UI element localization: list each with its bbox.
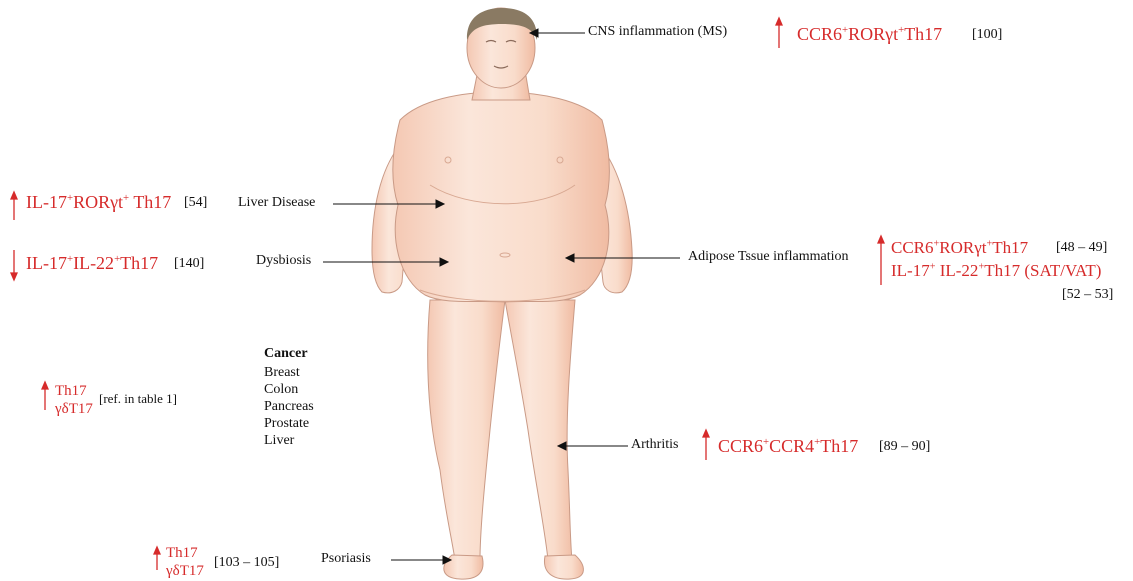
right-leg xyxy=(505,300,575,560)
label-arthritis: Arthritis xyxy=(631,437,678,453)
ref-cancer: [ref. in table 1] xyxy=(99,391,177,407)
marker-cns: CCR6+RORγt+Th17 xyxy=(797,24,942,45)
marker-cancer-th17: Th17 xyxy=(55,383,87,400)
marker-cancer-gdt17: γδT17 xyxy=(55,401,93,418)
marker-psoriasis-gdt17: γδT17 xyxy=(166,563,204,580)
cancer-list: Breast Colon Pancreas Prostate Liver xyxy=(264,364,344,449)
ref-psoriasis: [103 – 105] xyxy=(214,555,279,571)
marker-liver: IL-17+RORγt+ Th17 xyxy=(26,192,171,213)
ref-cns: [100] xyxy=(972,27,1002,43)
label-adipose-inflammation: Adipose Tssue inflammation xyxy=(688,249,849,265)
cancer-item: Liver xyxy=(264,432,344,449)
marker-adipose-2: IL-17+ IL-22+Th17 (SAT/VAT) xyxy=(891,261,1101,281)
label-liver-disease: Liver Disease xyxy=(238,195,315,211)
marker-adipose-1: CCR6+RORγt+Th17 xyxy=(891,238,1028,258)
left-foot xyxy=(444,555,483,579)
label-dysbiosis: Dysbiosis xyxy=(256,253,311,269)
label-cns-inflammation: CNS inflammation (MS) xyxy=(588,24,727,40)
marker-arthritis: CCR6+CCR4+Th17 xyxy=(718,436,858,457)
ref-arthritis: [89 – 90] xyxy=(879,439,930,455)
torso xyxy=(393,92,609,302)
cancer-item: Pancreas xyxy=(264,398,344,415)
marker-psoriasis-th17: Th17 xyxy=(166,545,198,562)
ref-dysbiosis: [140] xyxy=(174,256,204,272)
cancer-title: Cancer xyxy=(264,346,308,362)
right-foot xyxy=(544,555,583,579)
ref-adipose-1: [48 – 49] xyxy=(1056,240,1107,256)
cancer-item: Colon xyxy=(264,381,344,398)
cancer-item: Breast xyxy=(264,364,344,381)
left-leg xyxy=(428,300,505,560)
marker-dysbiosis: IL-17+IL-22+Th17 xyxy=(26,253,158,274)
ref-liver: [54] xyxy=(184,195,207,211)
ref-adipose-2: [52 – 53] xyxy=(1062,287,1113,303)
body-figure xyxy=(372,8,632,579)
cancer-item: Prostate xyxy=(264,415,344,432)
label-psoriasis: Psoriasis xyxy=(321,551,371,567)
